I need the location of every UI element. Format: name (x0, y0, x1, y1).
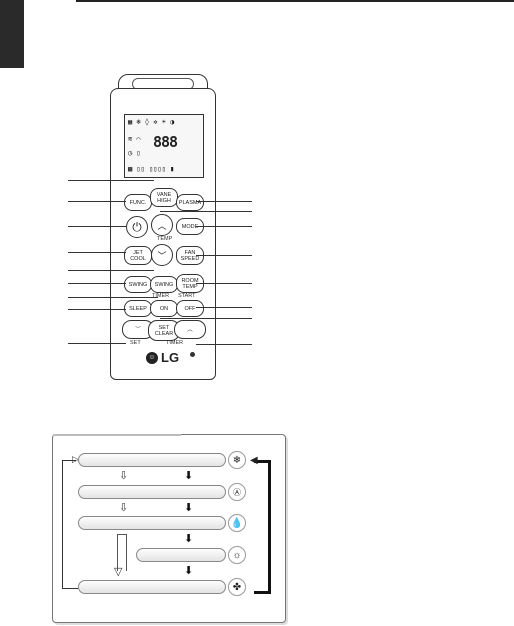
callout-line (68, 226, 126, 227)
loop-left-bottom (62, 588, 78, 589)
arrow-down-outline-icon: ⇩ (119, 502, 129, 514)
lcd-fan-icons: ≋ ⌒ (128, 135, 141, 143)
lcd-mode-icons: ▦ ❄ ◊ ✲ ☀ ◑ (128, 118, 175, 126)
swing-left-button[interactable]: SWING (124, 276, 152, 293)
snowflake-icon: ❄ (228, 451, 246, 469)
callout-line (196, 201, 252, 202)
lg-logo-text: LG (161, 350, 180, 365)
sun-icon: ☼ (228, 546, 246, 564)
callout-line (68, 252, 126, 253)
loop-right-bracket (254, 460, 271, 594)
func-button[interactable]: FUNC. (124, 194, 152, 211)
arrow-down-icon: ⬇ (184, 502, 194, 514)
loop-left-line (62, 460, 63, 588)
lcd-clock-icons: ◷ ▯ (128, 149, 141, 157)
temp-label: TEMP (157, 236, 173, 242)
arrow-down-icon: ⬇ (184, 470, 194, 482)
power-button[interactable]: ⏻ (126, 216, 148, 238)
start-label: START (178, 293, 196, 299)
arrow-down-icon: ⬇ (184, 565, 194, 577)
chapter-tab (0, 0, 24, 68)
mode-bar-dry (78, 516, 226, 530)
callout-line (68, 201, 126, 202)
callout-line (68, 309, 126, 310)
diagram-tab (53, 434, 181, 436)
lg-logo: ☺ LG (146, 350, 179, 365)
arrow-down-icon: ⬇ (184, 533, 194, 545)
mode-bar-heat (136, 548, 226, 562)
lg-logo-mark: ☺ (146, 351, 158, 364)
callout-line (196, 226, 252, 227)
callout-line (68, 180, 154, 181)
callout-line (196, 255, 252, 256)
plasma-button[interactable]: PLASMA (176, 194, 204, 211)
callout-line (160, 318, 252, 319)
remote-lcd: ▦ ❄ ◊ ✲ ☀ ◑ 888 ≋ ⌒ ◷ ▯ ▩ ▯▯ ▯▯▯▯ ▮ (124, 114, 204, 178)
callout-line (196, 283, 252, 284)
timer-off-button[interactable]: OFF (176, 300, 204, 317)
callout-line (196, 307, 252, 308)
reset-hole (190, 352, 195, 357)
lcd-digits: 888 (153, 133, 178, 151)
arrow-down-outline-icon: ▽ (114, 566, 123, 578)
chevron-up-icon: ︿ (157, 220, 167, 231)
sleep-button[interactable]: SLEEP (124, 300, 152, 317)
temp-down-button[interactable]: ﹀ (151, 244, 173, 266)
callout-line (68, 343, 126, 344)
temp-up-button[interactable]: ︿ (151, 214, 173, 236)
lcd-bottom-row: ▩ ▯▯ ▯▯▯▯ ▮ (128, 165, 175, 173)
arrow-down-outline-icon: ⇩ (119, 470, 129, 482)
chevron-down-icon: ﹀ (135, 326, 141, 333)
arrow-left-icon: ◀ (250, 455, 258, 466)
swing-right-button[interactable]: SWING (150, 276, 178, 293)
set-label: SET (130, 340, 141, 346)
loop-left-top (62, 460, 76, 461)
drop-icon: 💧 (228, 514, 246, 532)
callout-line (196, 344, 252, 345)
fan-icon: ✤ (228, 578, 246, 596)
timer-label: TIMER (152, 293, 170, 299)
callout-line (68, 283, 126, 284)
auto-icon: Ⓐ (228, 483, 246, 501)
mode-bar-cool (78, 453, 226, 467)
arrow-right-icon: ▷ (72, 454, 79, 464)
mode-button[interactable]: MODE (176, 218, 204, 235)
timer-on-button[interactable]: ON (150, 300, 178, 317)
long-arrow-shaft (117, 534, 127, 571)
power-icon: ⏻ (132, 219, 142, 234)
chevron-down-icon: ﹀ (157, 250, 167, 261)
timer-bottom-label: TIMER (166, 340, 184, 346)
callout-line (68, 297, 158, 298)
chevron-up-icon: ︿ (187, 326, 193, 333)
callout-line (160, 211, 252, 212)
callout-line (68, 270, 154, 271)
mode-bar-auto (78, 485, 226, 499)
set-up-button[interactable]: ︿ (174, 320, 206, 339)
header-rule (76, 0, 514, 2)
mode-bar-fan (78, 580, 226, 594)
